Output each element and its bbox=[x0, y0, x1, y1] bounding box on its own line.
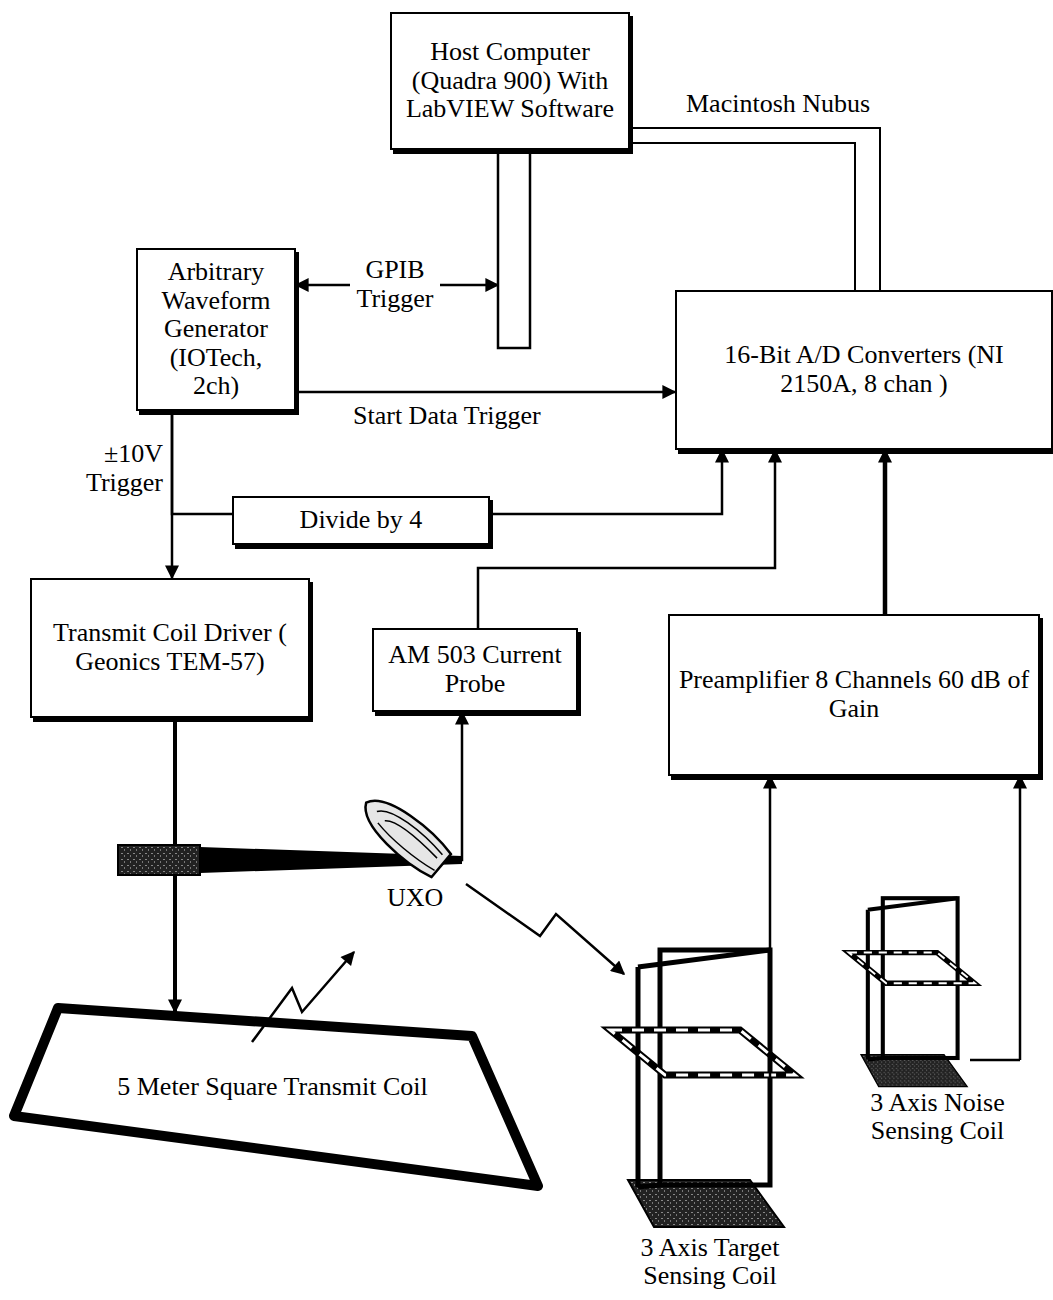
part-label: UXO bbox=[384, 884, 464, 913]
node-text: 16-Bit A/D Converters (NI 2150A, 8 chan … bbox=[685, 341, 1043, 398]
noise-coil-drawing bbox=[849, 898, 975, 1086]
signal-connector bbox=[172, 411, 232, 514]
signal-connector bbox=[770, 776, 771, 935]
node-text: 3 Axis Target Sensing Coil bbox=[604, 1234, 816, 1291]
node-text: AM 503 Current Probe bbox=[382, 641, 568, 698]
node-text: Arbitrary Waveform Generator (IOTech, 2c… bbox=[146, 258, 286, 401]
node-text: Transmit Coil Driver ( Geonics TEM-57) bbox=[40, 619, 300, 676]
divider-box: Divide by 4 bbox=[232, 496, 490, 545]
connector-line bbox=[172, 411, 232, 514]
connector-line bbox=[883, 450, 888, 614]
generator-box: Arbitrary Waveform Generator (IOTech, 2c… bbox=[136, 248, 296, 411]
gpib-bus-bar bbox=[498, 150, 530, 348]
node-text: 3 Axis Noise Sensing Coil bbox=[829, 1089, 1046, 1146]
response-arrow bbox=[466, 884, 624, 974]
signal-connector bbox=[1020, 776, 1021, 880]
target-coil-drawing bbox=[610, 935, 795, 1227]
connector-line bbox=[478, 450, 775, 628]
noise-coil-lead bbox=[970, 1059, 1020, 1062]
signal-connector bbox=[296, 392, 675, 393]
edge-label: Start Data Trigger bbox=[350, 402, 590, 431]
connector-line bbox=[630, 128, 880, 290]
edge-label: GPIB Trigger bbox=[350, 256, 440, 313]
edge-label: ±10V Trigger bbox=[48, 440, 166, 497]
connector-line bbox=[769, 776, 772, 935]
signal-connector bbox=[630, 128, 880, 290]
connector-line bbox=[296, 391, 675, 394]
preamplifier-box: Preamplifier 8 Channels 60 dB of Gain bbox=[668, 614, 1040, 776]
converter-box: 16-Bit A/D Converters (NI 2150A, 8 chan … bbox=[675, 290, 1053, 450]
sensing-coil: 3 Axis Noise Sensing Coil bbox=[825, 880, 1050, 1150]
driver-box: Transmit Coil Driver ( Geonics TEM-57) bbox=[30, 578, 310, 718]
uxo-shell bbox=[354, 788, 454, 880]
connector-line bbox=[1019, 776, 1022, 880]
computer-box: Host Computer (Quadra 900) With LabVIEW … bbox=[390, 12, 630, 150]
current-probe-clamp bbox=[118, 845, 200, 875]
transmit-coil: 5 Meter Square Transmit Coil bbox=[0, 1000, 545, 1205]
node-text: Host Computer (Quadra 900) With LabVIEW … bbox=[400, 38, 620, 124]
probe-box: AM 503 Current Probe bbox=[372, 628, 578, 712]
edge-label: Macintosh Nubus bbox=[683, 90, 883, 119]
coil-outline bbox=[0, 1000, 545, 1205]
node-text: Divide by 4 bbox=[300, 506, 423, 535]
signal-connector bbox=[490, 450, 722, 514]
node-text: Preamplifier 8 Channels 60 dB of Gain bbox=[678, 666, 1030, 723]
connector-line bbox=[630, 143, 855, 290]
connector-line bbox=[490, 450, 722, 514]
node-text: 5 Meter Square Transmit Coil bbox=[117, 1073, 428, 1102]
noise-coil-lead bbox=[1019, 880, 1022, 1060]
signal-connector bbox=[885, 450, 886, 614]
sensing-coil: 3 Axis Target Sensing Coil bbox=[600, 935, 820, 1295]
signal-connector bbox=[478, 450, 775, 628]
